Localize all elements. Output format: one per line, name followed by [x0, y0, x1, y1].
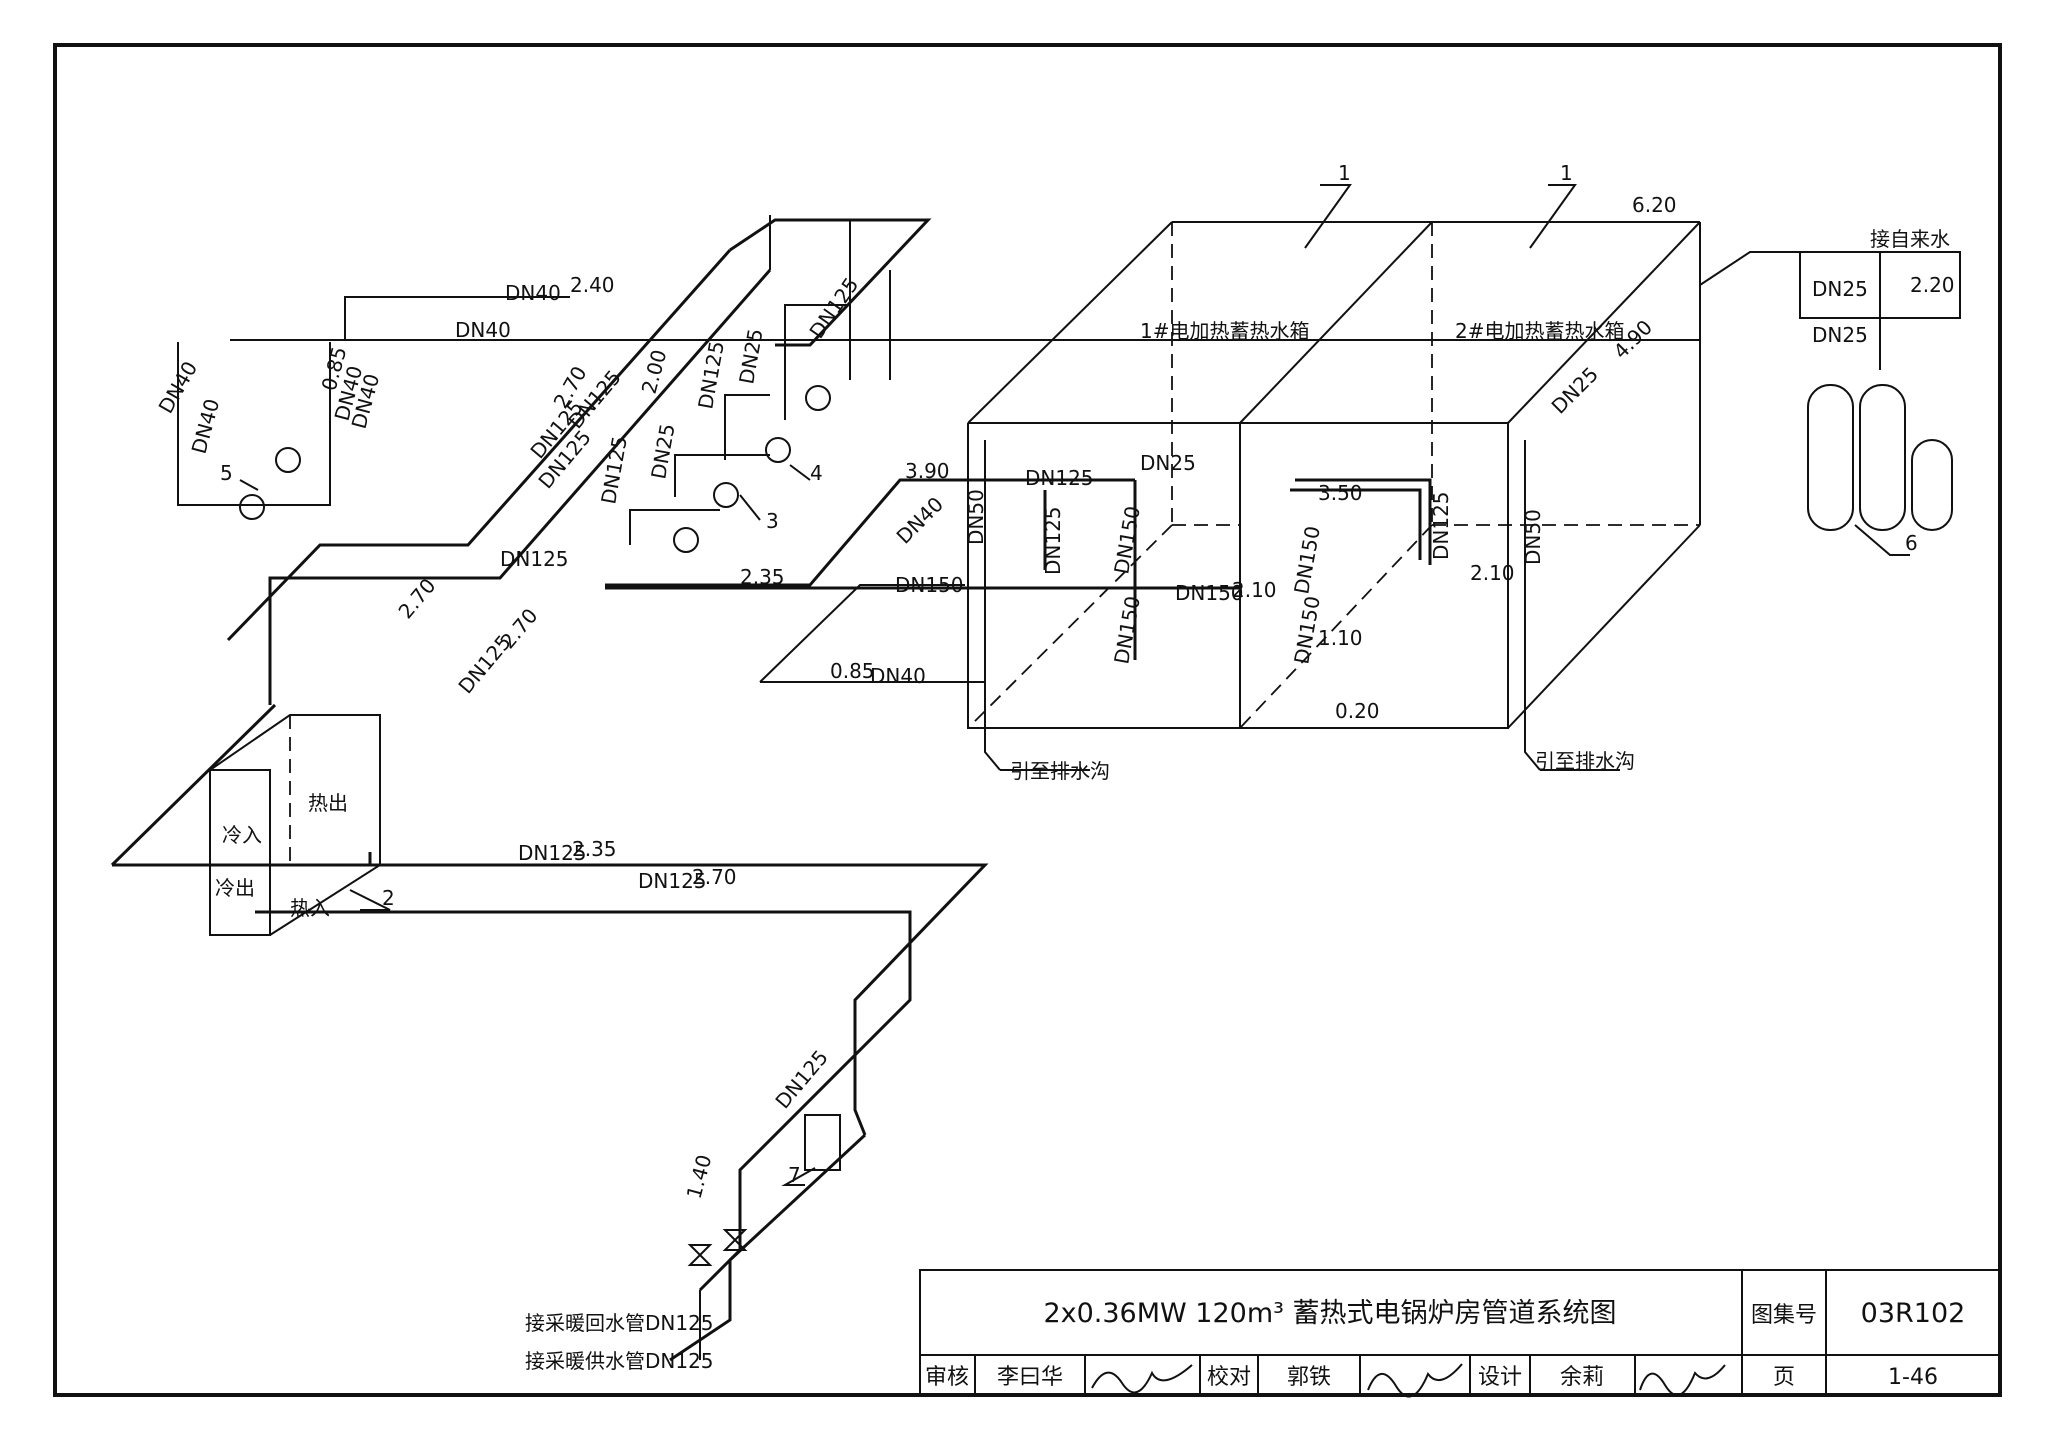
design-label: 设计	[1478, 1365, 1522, 1390]
label-dn125-j: DN125	[1041, 506, 1065, 575]
label-dn50-b: DN50	[1521, 509, 1545, 565]
label-city-water: 接自来水	[1870, 227, 1950, 251]
tag-5: 5	[220, 461, 233, 485]
label-supply-pipe: 接采暖供水管DN125	[525, 1349, 714, 1373]
page-number: 1-46	[1888, 1365, 1938, 1390]
label-elev-1-10: 1.10	[1318, 626, 1363, 650]
label-dn25-c: DN25	[1140, 451, 1196, 475]
tag-4: 4	[810, 461, 823, 485]
label-elev-0-20: 0.20	[1335, 699, 1380, 723]
label-dn25-a: DN25	[734, 327, 767, 386]
label-dn50-a: DN50	[964, 489, 988, 545]
label-hot-out: 热出	[308, 791, 348, 815]
pipework	[110, 215, 1961, 1362]
label-elev-2-10-b: 2.10	[1470, 561, 1515, 585]
pump-symbols	[239, 385, 831, 553]
label-elev-6-20: 6.20	[1632, 193, 1677, 217]
label-dn150-d: DN150	[1175, 581, 1244, 605]
label-drain-2: 引至排水沟	[1535, 749, 1635, 773]
label-dn25-d: DN25	[1547, 362, 1603, 418]
reviewer-signature	[1091, 1364, 1193, 1394]
label-dn125-l: DN125	[518, 841, 587, 865]
label-dn40-header: DN40	[455, 318, 511, 342]
review-label: 审核	[925, 1365, 969, 1390]
label-dn40-left1: DN40	[154, 357, 203, 417]
title-block: 2x0.36MW 120m³ 蓄热式电锅炉房管道系统图 图集号 03R102 审…	[919, 1269, 2001, 1398]
label-dn25-e: DN25	[1812, 277, 1868, 301]
checker-signature	[1367, 1363, 1463, 1398]
tag-7: 7	[788, 1163, 801, 1187]
label-cold-in: 冷入	[222, 823, 262, 847]
tag-1a: 1	[1338, 161, 1351, 185]
diagram-labels: DN40 2.40 DN40 DN40 DN40 DN40 0.85 DN40 …	[154, 161, 1955, 1373]
label-hot-in: 热入	[290, 896, 330, 920]
tank-2-outline	[1239, 221, 1701, 729]
label-elev-0-85-b: 0.85	[830, 659, 875, 683]
label-dn125-n: DN125	[770, 1045, 832, 1113]
label-tank-2: 2#电加热蓄热水箱	[1455, 319, 1624, 343]
designer-signature	[1639, 1364, 1726, 1397]
bottom-valves	[687, 1229, 748, 1266]
label-dn40-h: DN40	[870, 664, 926, 688]
label-elev-2-35-a: 2.35	[740, 565, 785, 589]
label-dn125-k: DN125	[1429, 491, 1453, 560]
atlas-number: 03R102	[1861, 1298, 1966, 1329]
label-elev-3-50: 3.50	[1318, 481, 1363, 505]
designer-name: 余莉	[1560, 1365, 1604, 1390]
label-elev-2-10-a: 2.10	[1232, 578, 1277, 602]
electric-boiler	[209, 714, 381, 936]
label-dn125-m: DN125	[638, 869, 707, 893]
label-dn125-e: DN125	[596, 434, 632, 506]
leader-lines	[239, 184, 1910, 1186]
label-elev-2-70-d: 2.70	[692, 865, 737, 889]
drain-trap	[804, 1114, 841, 1171]
label-dn150-a: DN150	[895, 573, 964, 597]
label-elev-2-70-b: 2.70	[393, 574, 440, 624]
label-dn150-c: DN150	[1109, 594, 1145, 666]
label-return-pipe: 接采暖回水管DN125	[525, 1311, 714, 1335]
reviewer-name: 李曰华	[997, 1365, 1063, 1390]
label-drain-1: 引至排水沟	[1010, 759, 1110, 783]
label-elev-2-20: 2.20	[1910, 273, 1955, 297]
label-dn150-e: DN150	[1289, 524, 1325, 596]
label-tank-1: 1#电加热蓄热水箱	[1140, 319, 1309, 343]
check-label: 校对	[1207, 1365, 1251, 1390]
label-dn150-b: DN150	[1109, 504, 1145, 576]
tag-1b: 1	[1560, 161, 1573, 185]
label-dn40-upper: DN40	[505, 281, 561, 305]
atlas-label: 图集号	[1751, 1303, 1817, 1328]
page-label: 页	[1773, 1365, 1795, 1390]
label-elev-1-40: 1.40	[682, 1152, 717, 1201]
checker-name: 郭铁	[1287, 1365, 1331, 1390]
label-elev-2-35-b: 2.35	[572, 837, 617, 861]
drawing-title: 2x0.36MW 120m³ 蓄热式电锅炉房管道系统图	[1043, 1298, 1616, 1329]
label-dn125-i: DN125	[1025, 466, 1094, 490]
label-elev-2-40: 2.40	[570, 273, 615, 297]
tag-2: 2	[382, 886, 395, 910]
drawing-frame	[53, 43, 2002, 1397]
label-elev-3-90: 3.90	[905, 459, 950, 483]
label-dn125-d: DN125	[804, 273, 863, 343]
water-softener-tanks	[1807, 384, 1953, 531]
label-dn40-left2: DN40	[187, 396, 225, 456]
label-dn125-g: DN125	[500, 547, 569, 571]
label-dn40-g: DN40	[892, 492, 948, 548]
tag-3: 3	[766, 509, 779, 533]
label-dn25-f: DN25	[1812, 323, 1868, 347]
label-cold-out: 冷出	[215, 876, 255, 900]
tag-6: 6	[1905, 531, 1918, 555]
